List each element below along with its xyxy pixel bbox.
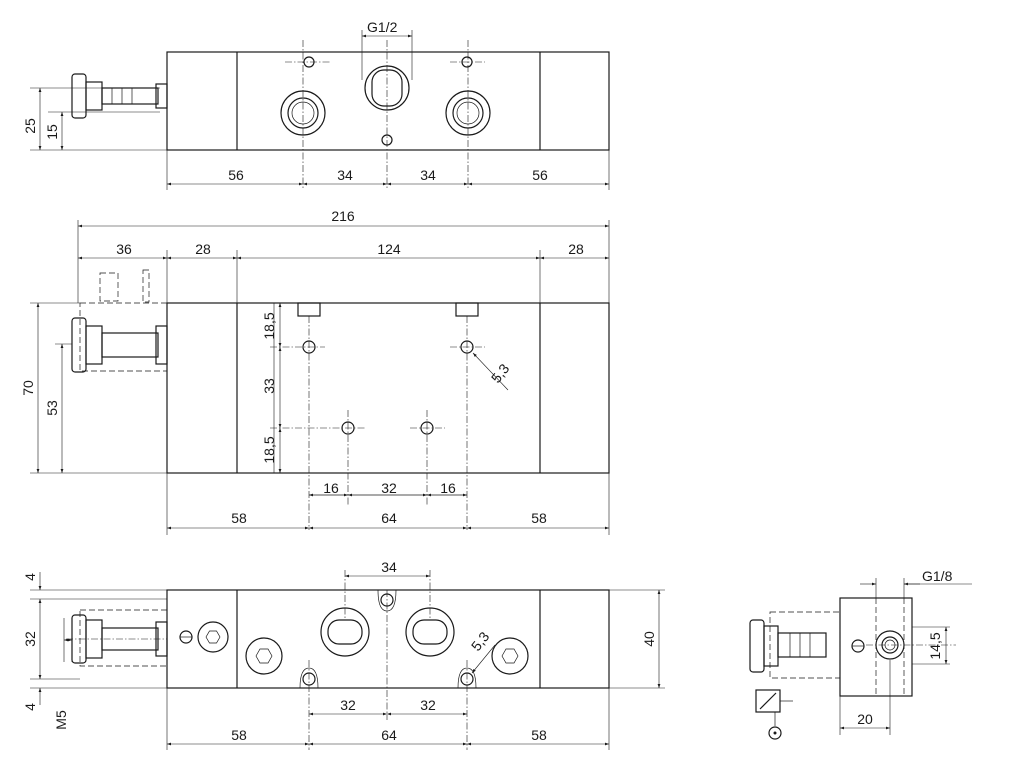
valve-body-outline	[166, 589, 610, 689]
solenoid-actuator	[71, 269, 168, 373]
dim-33: 33	[261, 378, 277, 394]
dim-28-right: 28	[568, 241, 584, 257]
dim-53: 53	[44, 400, 60, 416]
hex-socket-icon	[491, 637, 529, 675]
dim-216: 216	[331, 208, 355, 224]
dim-56-left: 56	[228, 167, 244, 183]
bottom-view: 34 5,3 4 32 4 M5 40 32 32 58	[22, 559, 665, 750]
dim-34: 34	[381, 559, 397, 575]
dim-25: 25	[22, 118, 38, 134]
thread-label-g12: G1/2	[367, 19, 398, 35]
dim-20: 20	[857, 711, 873, 727]
dim-32-inner-right: 32	[420, 697, 436, 713]
dim-124: 124	[377, 241, 401, 257]
dim-56-right: 56	[532, 167, 548, 183]
dim-58-left: 58	[231, 727, 247, 743]
dim-32-left: 32	[22, 631, 38, 647]
dim-14-5: 14,5	[927, 632, 943, 659]
valve-body-outline	[166, 302, 610, 474]
dim-28-left: 28	[195, 241, 211, 257]
dim-15: 15	[44, 124, 60, 140]
front-view: 5,3 216 36 28 124 28 70 53 18,5 33 18,5	[20, 208, 610, 535]
dim-16-left: 16	[323, 480, 339, 496]
dim-64: 64	[381, 727, 397, 743]
dim-34-left: 34	[337, 167, 353, 183]
dim-58-left: 58	[231, 510, 247, 526]
dim-40: 40	[641, 631, 657, 647]
solenoid-actuator	[66, 609, 168, 667]
dim-34-right: 34	[420, 167, 436, 183]
dim-58-right: 58	[531, 510, 547, 526]
valve-body-outline	[166, 51, 610, 151]
side-view: G1/8 14,5 20	[749, 568, 972, 740]
dim-36: 36	[116, 241, 132, 257]
dim-16-right: 16	[440, 480, 456, 496]
solenoid-symbol-icon	[755, 689, 793, 740]
top-view: G1/2 25 15 56 34 34 56	[22, 19, 610, 190]
dim-18-5-top: 18,5	[261, 312, 277, 339]
dim-4-bottom: 4	[22, 703, 38, 711]
dim-18-5-bottom: 18,5	[261, 436, 277, 463]
hex-socket-icon	[197, 621, 229, 653]
thread-label-m5: M5	[53, 710, 69, 730]
thread-label-g18: G1/8	[922, 568, 953, 584]
dim-64: 64	[381, 510, 397, 526]
dim-4-top: 4	[22, 573, 38, 581]
dim-70: 70	[20, 380, 36, 396]
solenoid-actuator	[71, 73, 168, 119]
hex-socket-icon	[245, 637, 283, 675]
dim-32: 32	[381, 480, 397, 496]
dim-32-inner-left: 32	[340, 697, 356, 713]
dim-58-right: 58	[531, 727, 547, 743]
solenoid-actuator	[749, 611, 841, 679]
